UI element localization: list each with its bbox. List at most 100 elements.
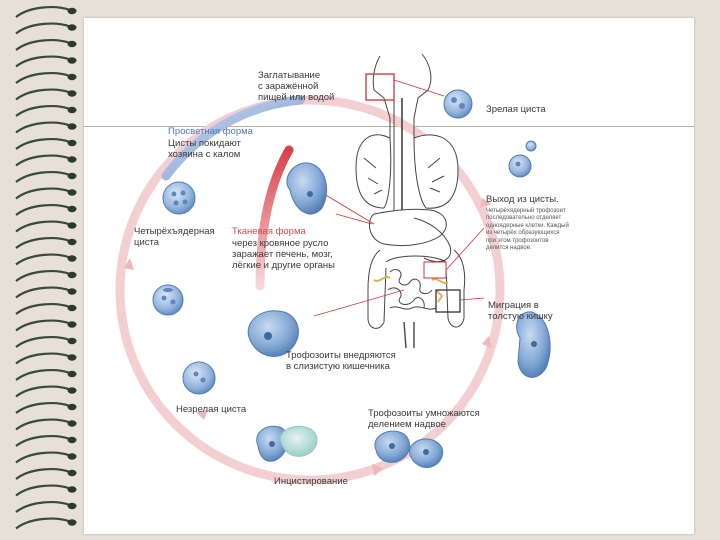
spiral-hole xyxy=(67,403,77,411)
tissue-form-arrow xyxy=(255,145,294,291)
excystation-cyst xyxy=(508,140,537,178)
spiral-hole xyxy=(67,354,77,361)
spiral-ring xyxy=(15,336,71,348)
spiral-hole xyxy=(67,24,77,31)
lumen-form-title: Просветная форма xyxy=(168,126,253,137)
spiral-ring xyxy=(15,105,71,117)
multiply-label: Трофозоиты умножаются делением надвое xyxy=(368,408,480,430)
spiral-hole xyxy=(67,205,77,213)
spiral-ring xyxy=(15,171,71,183)
spiral-ring xyxy=(15,88,71,101)
binucleate-cyst xyxy=(152,284,184,316)
spiral-hole xyxy=(67,486,77,493)
spiral-hole xyxy=(67,469,77,477)
excystation-title: Выход из цисты. xyxy=(486,194,559,205)
spiral-hole xyxy=(67,57,77,64)
spiral-hole xyxy=(67,420,77,427)
spiral-hole xyxy=(67,387,77,394)
spiral-ring xyxy=(15,385,71,398)
spiral-ring xyxy=(15,121,71,134)
spiral-binding xyxy=(15,6,77,530)
encystation-label: Инцистирование xyxy=(274,476,348,487)
spiral-hole xyxy=(67,139,77,147)
spiral-ring xyxy=(15,369,71,381)
spiral-hole xyxy=(67,502,77,510)
spiral-hole xyxy=(67,90,77,97)
migration-label: Миграция в толстую кишку xyxy=(488,300,553,322)
spiral-ring xyxy=(15,468,71,480)
spiral-ring xyxy=(15,55,71,68)
spiral-hole xyxy=(67,172,77,180)
lumen-form-arrow xyxy=(161,95,305,181)
cycle-arrowheads xyxy=(124,198,492,476)
colon-highlight xyxy=(373,276,449,303)
spiral-hole xyxy=(67,519,77,526)
notebook-page: Заглатывание с заражённой пищей или водо… xyxy=(84,18,694,534)
swallow-label: Заглатывание с заражённой пищей или водо… xyxy=(258,70,335,103)
spiral-ring xyxy=(15,286,71,299)
colon-highlight-box xyxy=(435,289,461,313)
spiral-hole xyxy=(67,271,77,279)
spiral-ring xyxy=(15,39,71,51)
spiral-hole xyxy=(67,189,77,196)
spiral-ring xyxy=(15,484,71,497)
four-nuclear-cyst-label: Четырёхъядерная циста xyxy=(134,226,215,248)
excystation-text: Четырёхядерный трофозоит последовательно… xyxy=(486,208,569,252)
colon-trophozoite xyxy=(516,311,551,378)
spiral-ring xyxy=(15,187,71,200)
cycle-ring xyxy=(115,95,505,485)
spiral-hole xyxy=(67,255,77,262)
invade-label: Трофозоиты внедряются в слизистую кишечн… xyxy=(286,350,396,372)
life-cycle-diagram xyxy=(115,53,551,485)
spiral-ring xyxy=(15,253,71,266)
mature-cyst-label: Зрелая циста xyxy=(486,104,546,115)
immature-cyst-label: Незрелая циста xyxy=(176,404,247,415)
spiral-ring xyxy=(15,418,71,431)
spiral-hole xyxy=(67,436,77,444)
spiral-hole xyxy=(67,222,77,229)
intestine-highlight-box xyxy=(423,261,447,279)
spiral-hole xyxy=(67,40,77,48)
spiral-ring xyxy=(15,451,71,464)
human-anatomy xyxy=(355,53,466,349)
ruled-line xyxy=(84,126,694,127)
spiral-hole xyxy=(67,288,77,295)
spiral-ring xyxy=(15,319,71,332)
tissue-trophozoite xyxy=(286,162,328,215)
pointer-lines xyxy=(313,79,485,317)
spiral-hole xyxy=(67,123,77,130)
spiral-hole xyxy=(67,337,77,345)
spiral-hole xyxy=(67,106,77,114)
four-nuclear-cyst xyxy=(162,181,196,215)
mature-cyst xyxy=(443,89,473,119)
spiral-ring xyxy=(15,501,71,513)
spiral-ring xyxy=(15,22,71,35)
spiral-ring xyxy=(15,72,71,84)
tissue-form-title: Тканевая форма xyxy=(232,226,306,237)
spiral-ring xyxy=(15,517,71,530)
spiral-hole xyxy=(67,73,77,81)
spiral-hole xyxy=(67,370,77,378)
spiral-ring xyxy=(15,402,71,414)
spiral-hole xyxy=(67,7,77,15)
spiral-ring xyxy=(15,6,71,18)
spiral-ring xyxy=(15,270,71,282)
spiral-hole xyxy=(67,156,77,163)
spiral-hole xyxy=(67,304,77,312)
mouth-highlight-box xyxy=(365,73,395,101)
spiral-ring xyxy=(15,435,71,447)
spiral-ring xyxy=(15,303,71,315)
invading-trophozoite xyxy=(247,310,299,357)
spiral-ring xyxy=(15,220,71,233)
spiral-hole xyxy=(67,321,77,328)
lumen-form-text: Цисты покидают хозяина с калом xyxy=(168,138,241,160)
spiral-hole xyxy=(67,238,77,246)
spiral-ring xyxy=(15,138,71,150)
spiral-ring xyxy=(15,154,71,167)
tissue-form-text: через кровяное русло заражает печень, мо… xyxy=(232,238,335,271)
dividing-trophozoite xyxy=(374,430,444,468)
immature-cyst xyxy=(182,361,216,395)
spiral-ring xyxy=(15,352,71,365)
spiral-ring xyxy=(15,204,71,216)
spiral-ring xyxy=(15,237,71,249)
